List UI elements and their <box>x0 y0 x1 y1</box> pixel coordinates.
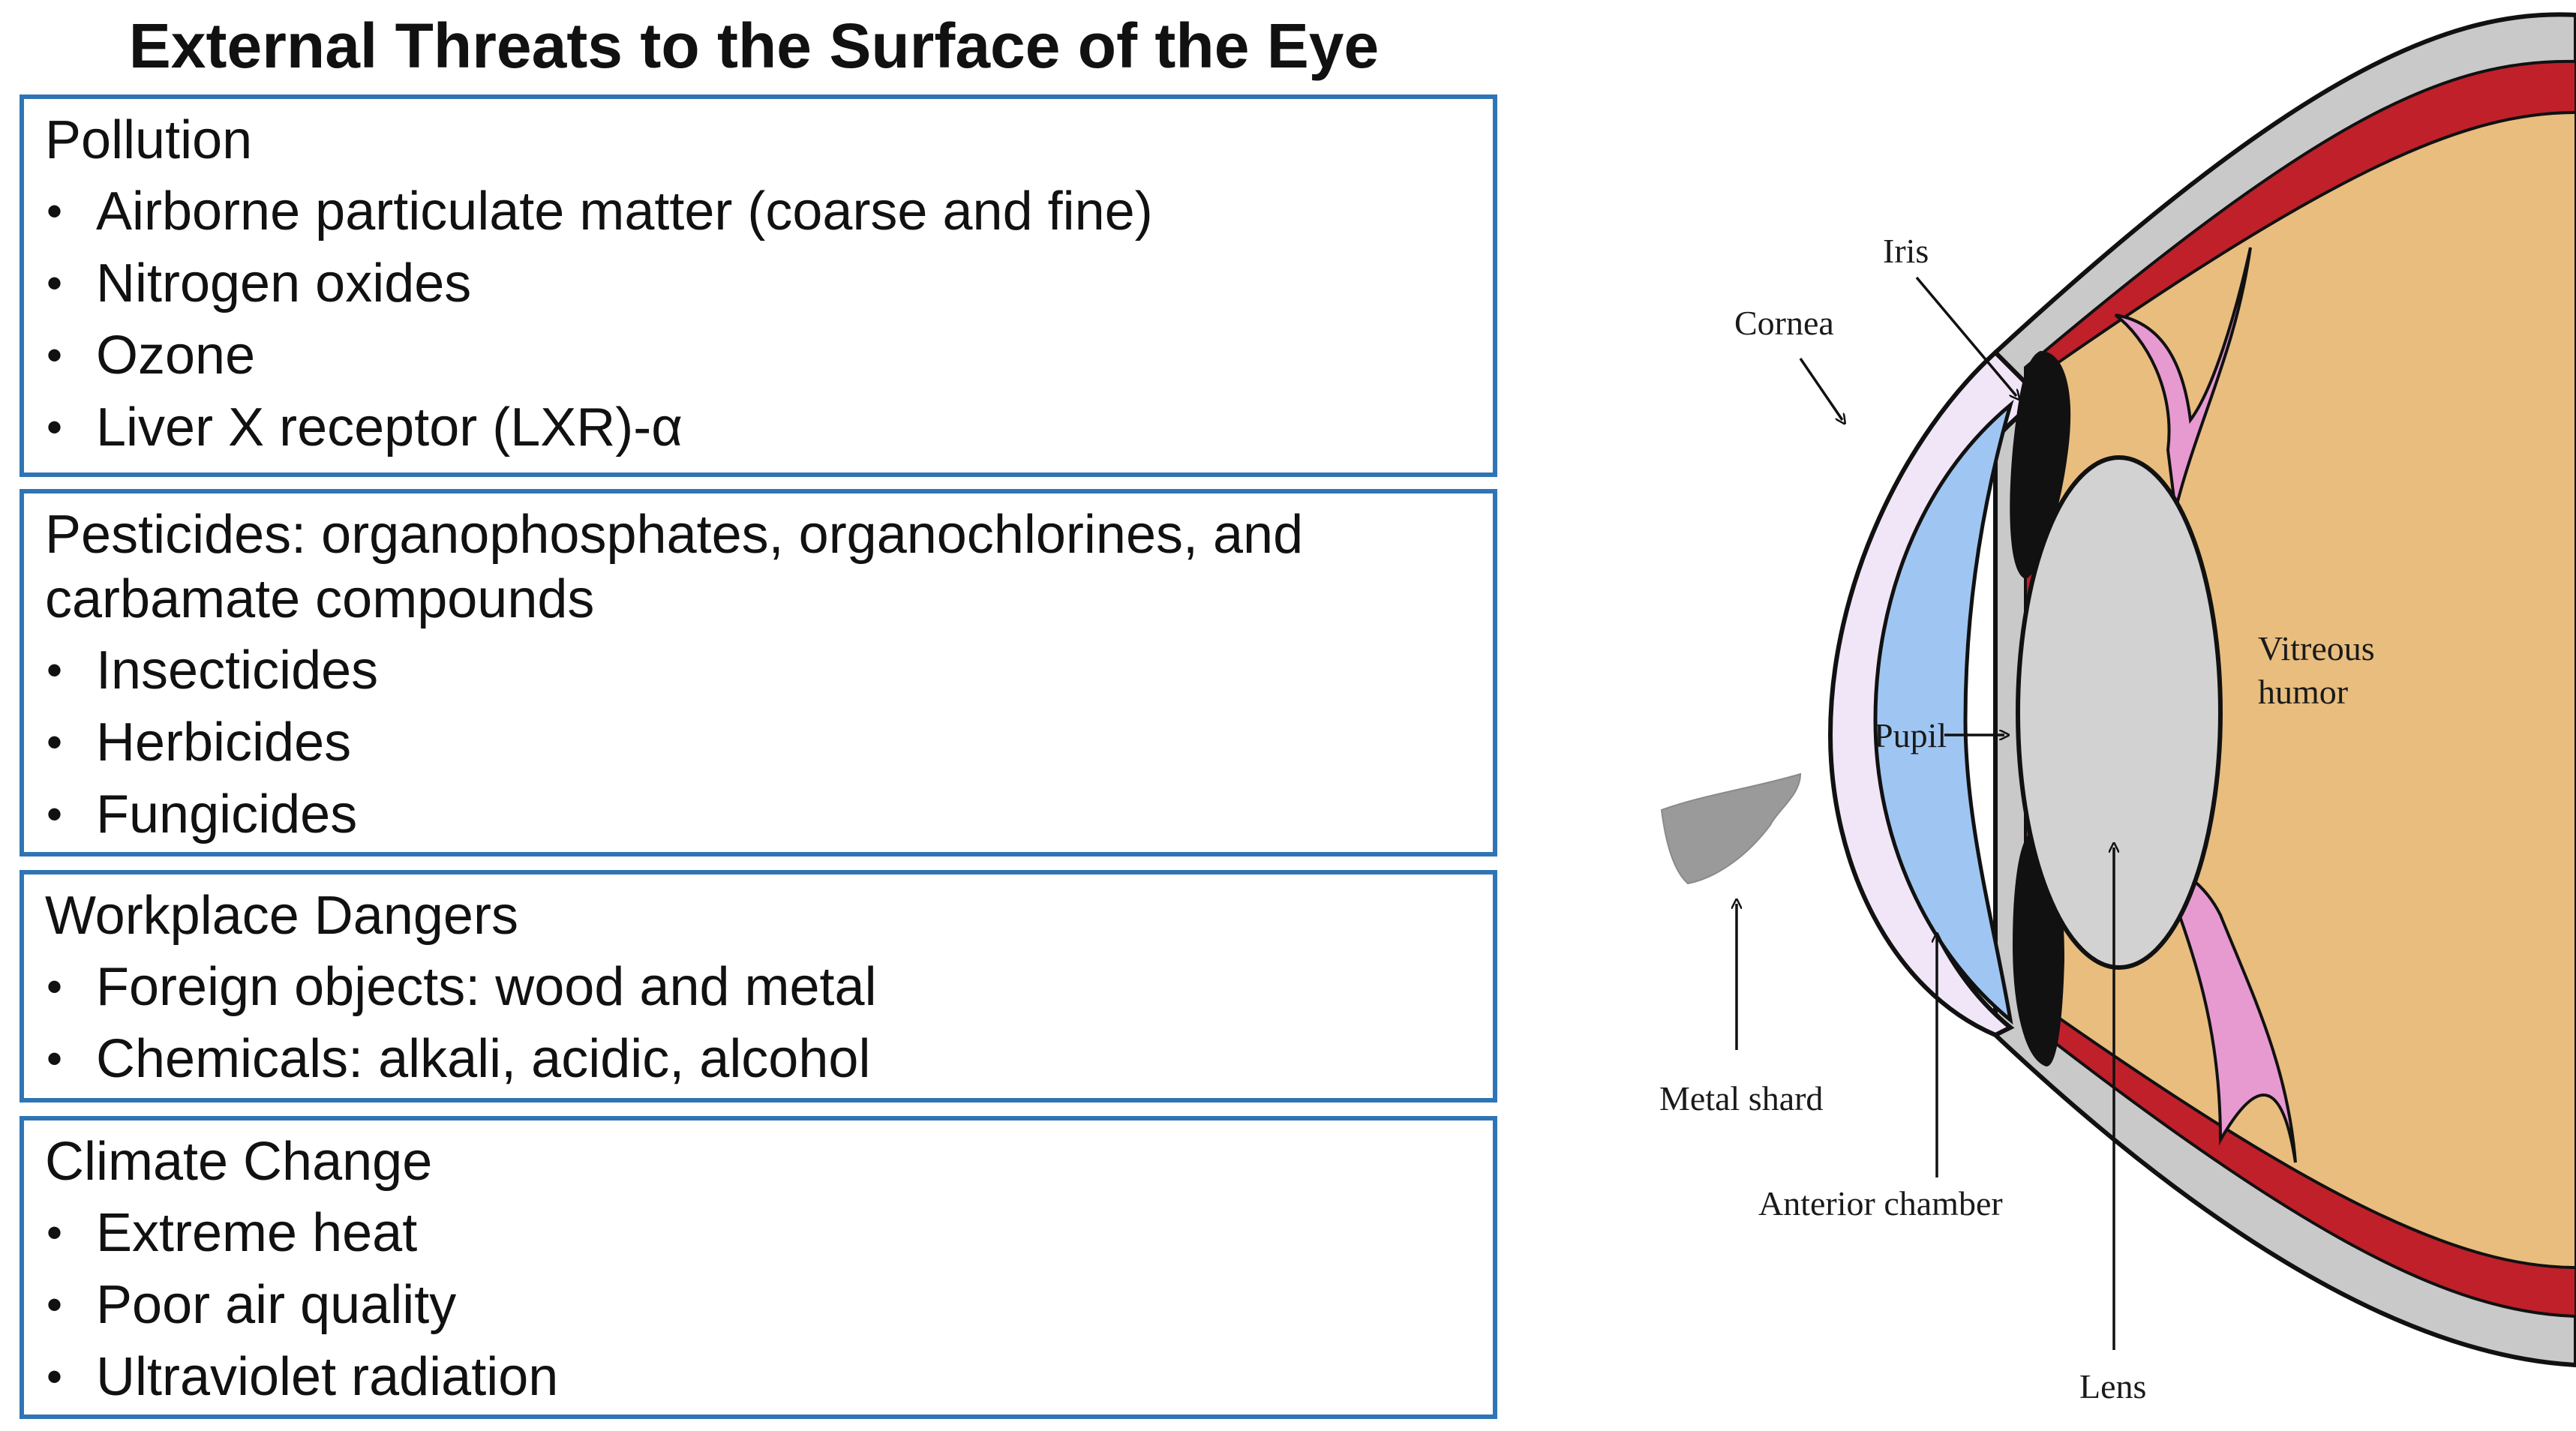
list-item: • Extreme heat <box>45 1197 1493 1269</box>
list-item-text: Airborne particulate matter (coarse and … <box>96 182 1153 242</box>
list-item-text: Chemicals: alkali, acidic, alcohol <box>96 1029 871 1089</box>
list-item: • Insecticides <box>45 634 1493 706</box>
section-heading: Climate Change <box>45 1132 433 1192</box>
bullet-icon: • <box>47 258 63 308</box>
anterior-chamber <box>1873 399 2014 1025</box>
label-pupil: Pupil <box>1874 716 1947 754</box>
label-metal-shard: Metal shard <box>1659 1079 1824 1118</box>
section-pesticides: Pesticides: organophosphates, organochlo… <box>20 489 1497 856</box>
label-lens: Lens <box>2079 1367 2147 1406</box>
section-heading: Workplace Dangers <box>45 886 518 946</box>
list-item: • Fungicides <box>45 778 1493 850</box>
bullet-icon: • <box>47 330 63 380</box>
bullet-icon: • <box>47 1208 63 1258</box>
list-item: • Ultraviolet radiation <box>45 1341 1493 1413</box>
section-heading: Pollution <box>45 110 253 170</box>
iris-top <box>2010 350 2071 580</box>
bullet-icon: • <box>47 717 63 767</box>
ciliary-body-top <box>2114 247 2252 511</box>
list-item-text: Liver X receptor (LXR)-α <box>96 398 683 458</box>
iris-arrow <box>1915 276 2016 396</box>
bullet-icon: • <box>47 1352 63 1402</box>
metal-shard <box>1660 772 1802 885</box>
label-anterior-chamber: Anterior chamber <box>1758 1184 2003 1222</box>
list-item-text: Insecticides <box>96 640 379 700</box>
bullet-icon: • <box>47 1034 63 1084</box>
list-item-text: Poor air quality <box>96 1275 457 1335</box>
list-item-text: Foreign objects: wood and metal <box>96 957 877 1017</box>
threat-list: • Extreme heat • Poor air quality • Ultravi… <box>45 1197 1493 1413</box>
section-pollution: Pollution • Airborne particulate matter (… <box>20 94 1497 477</box>
list-item: • Foreign objects: wood and metal <box>45 951 1493 1023</box>
list-item: • Ozone <box>45 320 1493 392</box>
bullet-icon: • <box>47 962 63 1012</box>
list-item: • Liver X receptor (LXR)-α <box>45 392 1493 464</box>
cornea-arrow <box>1799 358 1842 420</box>
threat-list: • Airborne particulate matter (coarse and… <box>45 176 1493 464</box>
page-title: External Threats to the Surface of the E… <box>128 10 1380 81</box>
lens <box>2016 455 2223 970</box>
list-item: • Chemicals: alkali, acidic, alcohol <box>45 1023 1493 1095</box>
label-iris: Iris <box>1883 232 1929 270</box>
label-vitreous-humor-line2: humor <box>2258 673 2349 711</box>
section-climate-change: Climate Change • Extreme heat • Poor air q… <box>20 1116 1497 1419</box>
threat-list: • Foreign objects: wood and metal • Chemic… <box>45 951 1493 1095</box>
section-heading: Pesticides: organophosphates, organochlo… <box>45 505 1304 629</box>
list-item: • Nitrogen oxides <box>45 248 1493 320</box>
bullet-icon: • <box>47 1280 63 1330</box>
label-vitreous-humor-line1: Vitreous <box>2258 629 2375 668</box>
eye-illustration <box>1660 12 2576 1368</box>
bullet-icon: • <box>47 402 63 452</box>
list-item-text: Nitrogen oxides <box>96 254 472 314</box>
section-workplace-dangers: Workplace Dangers • Foreign objects: wood… <box>20 870 1497 1102</box>
ciliary-body-bottom <box>2157 860 2297 1163</box>
list-item: • Airborne particulate matter (coarse and… <box>45 176 1493 248</box>
label-cornea: Cornea <box>1734 304 1834 342</box>
list-item-text: Herbicides <box>96 712 352 772</box>
list-item-text: Fungicides <box>96 784 358 844</box>
bullet-icon: • <box>47 789 63 839</box>
eye-cross-section-diagram: Iris Cornea Vitreous humor Pupil Metal s… <box>1575 0 2576 1431</box>
list-item: • Poor air quality <box>45 1269 1493 1341</box>
list-item: • Herbicides <box>45 706 1493 778</box>
bullet-icon: • <box>47 645 63 695</box>
list-item-text: Extreme heat <box>96 1203 418 1263</box>
bullet-icon: • <box>47 186 63 236</box>
list-item-text: Ozone <box>96 326 256 386</box>
list-item-text: Ultraviolet radiation <box>96 1347 559 1407</box>
threat-list: • Insecticides • Herbicides • Fungicides <box>45 634 1493 850</box>
